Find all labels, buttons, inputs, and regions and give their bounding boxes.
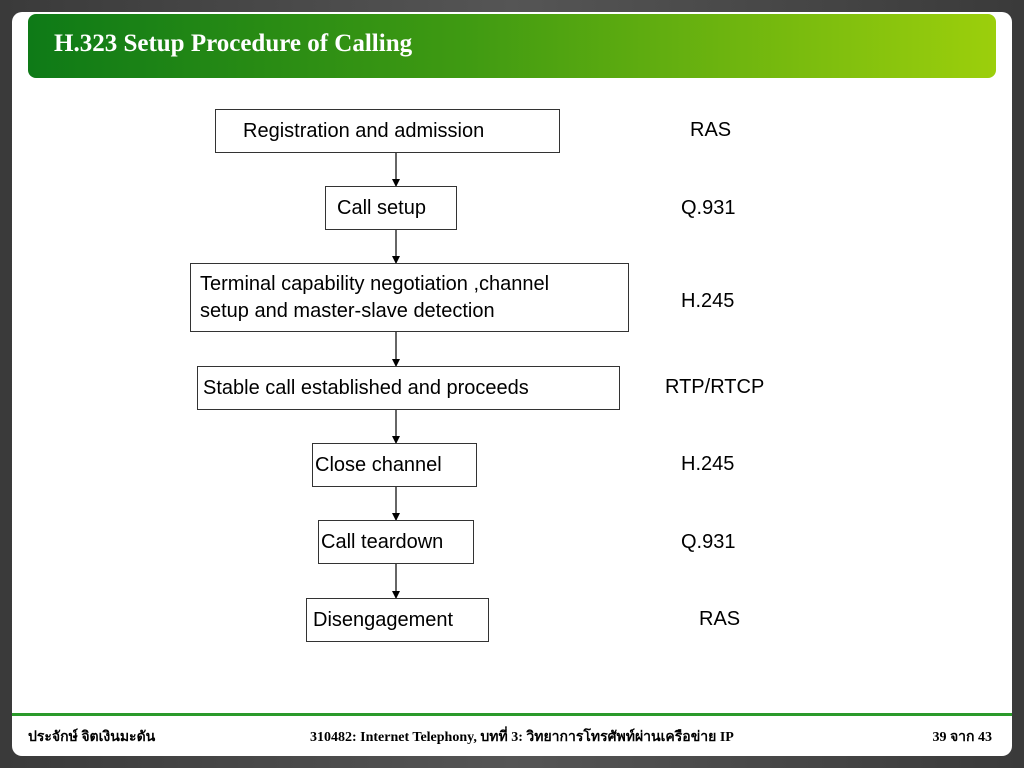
protocol-h245-2: H.245 xyxy=(681,453,735,475)
title-bar: H.323 Setup Procedure of Calling xyxy=(28,14,996,78)
step-capability-box: Terminal capability negotiation ,channel… xyxy=(190,263,629,332)
footer-author: ประจักษ์ จิตเงินมะดัน xyxy=(28,730,156,745)
protocol-q931-2: Q.931 xyxy=(681,531,736,553)
footer-page-number: 39 จาก 43 xyxy=(932,730,992,745)
step-capability-label-line1: Terminal capability negotiation ,channel xyxy=(200,273,550,295)
footer-divider xyxy=(12,713,1012,716)
protocol-ras-1: RAS xyxy=(690,119,732,141)
step-call-teardown-label: Call teardown xyxy=(321,531,444,553)
slide-title: H.323 Setup Procedure of Calling xyxy=(54,30,413,57)
protocol-h245-1: H.245 xyxy=(681,290,735,312)
step-registration-box: Registration and admission xyxy=(215,109,560,153)
step-registration-label: Registration and admission xyxy=(243,120,485,142)
step-close-channel-label: Close channel xyxy=(315,454,442,476)
protocol-rtp-rtcp: RTP/RTCP xyxy=(665,376,765,398)
step-stable-call-label: Stable call established and proceeds xyxy=(203,377,529,399)
step-stable-call-box: Stable call established and proceeds xyxy=(197,366,620,410)
step-call-teardown-box: Call teardown xyxy=(318,520,474,564)
step-call-setup-label: Call setup xyxy=(337,197,426,219)
slide: H.323 Setup Procedure of Calling Registr… xyxy=(12,12,1012,756)
protocol-ras-2: RAS xyxy=(699,608,741,630)
footer-course: 310482: Internet Telephony, บทที่ 3: วิท… xyxy=(310,730,734,745)
step-capability-label-line2: setup and master-slave detection xyxy=(200,300,495,322)
flow-arrows xyxy=(392,153,400,599)
protocol-q931-1: Q.931 xyxy=(681,197,736,219)
step-disengagement-box: Disengagement xyxy=(306,598,489,642)
step-close-channel-box: Close channel xyxy=(312,443,477,487)
step-call-setup-box: Call setup xyxy=(325,186,457,230)
step-disengagement-label: Disengagement xyxy=(313,609,454,631)
